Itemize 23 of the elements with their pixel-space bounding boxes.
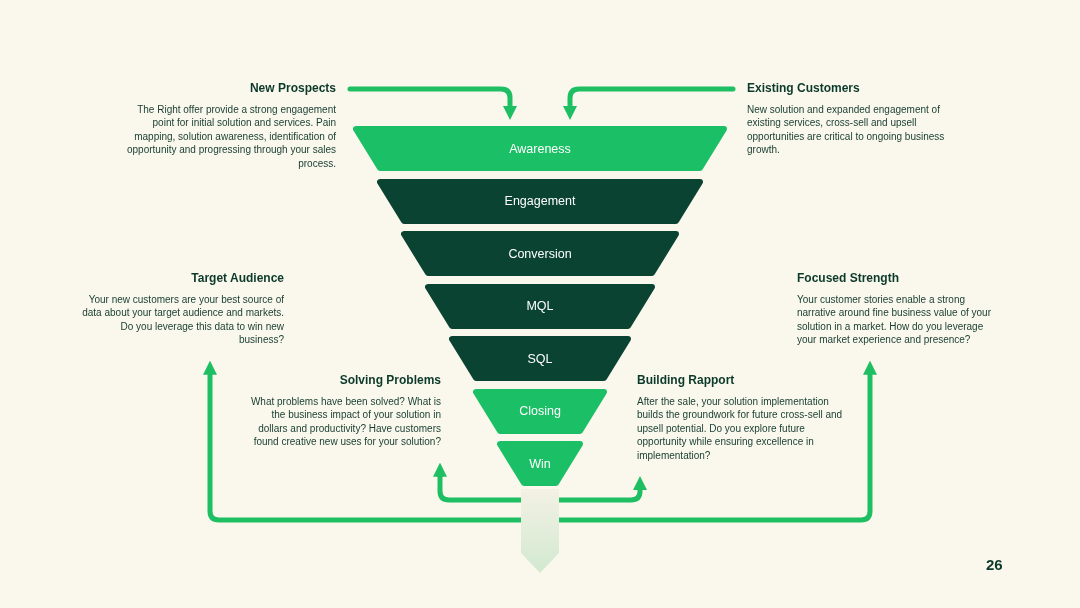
description: What problems have been solved? What is the business impact of your solution in dollars and productivity? Have customers found creative new uses for your solution? (249, 395, 441, 449)
arrow (347, 86, 517, 120)
heading: New Prospects (249, 81, 336, 96)
heading: Solving Problems (339, 373, 441, 388)
description: Your new customers are your best source of data about your target audience and markets. Do you leverage this data to win new business? (81, 293, 284, 347)
funnel-stage: MQL (425, 283, 655, 329)
heading: Focused Strength (797, 271, 899, 286)
funnel-stage: Engagement (377, 178, 703, 224)
description: Your customer stories enable a strong narrative around fine business value of your solution in a market. How do you leverage your market experience and presence? (797, 293, 992, 347)
funnel-stage: SQL (449, 336, 631, 381)
heading: Target Audience (191, 271, 284, 286)
funnel-stage: Closing (473, 388, 607, 434)
heading: Building Rapport (637, 373, 735, 388)
description: After the sale, your solution implementation builds the groundwork for future cross-sell and upsell potential. Do you explore future opportunity while ensuring excellence in implementation? (637, 395, 844, 463)
funnel-stage: Awareness (353, 126, 727, 171)
arrow (563, 86, 736, 120)
page-number: 26 (986, 556, 1003, 573)
funnel-stage: Win (497, 441, 583, 486)
description: The Right offer provide a strong engagement point for initial solution and services. Pain mapping, solution awareness, identification of opportunity and progressing through your sales process. (126, 103, 336, 171)
funnel-stage: Conversion (401, 231, 679, 276)
description: New solution and expanded engagement of existing services, cross-sell and upsell opportunities are critical to ongoing business growth. (747, 103, 946, 157)
heading: Existing Customers (747, 81, 860, 96)
down-arrow-shape (521, 489, 559, 573)
